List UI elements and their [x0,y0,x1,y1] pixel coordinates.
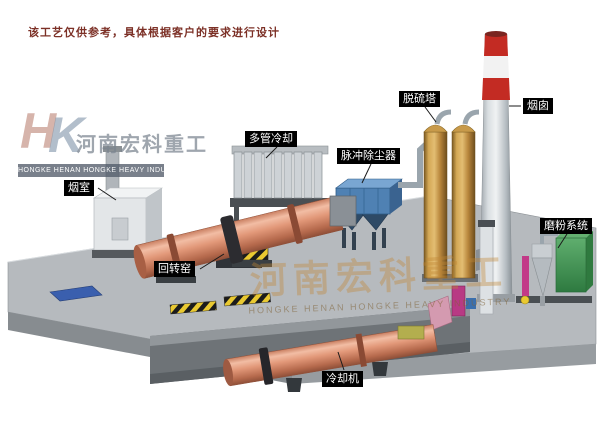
label-chimney: 烟囱 [523,98,553,114]
callout-lines [97,105,568,371]
logo-banner: HONGKE HENAN HONGKE HEAVY INDUSTRY [18,164,164,177]
logo-monogram-h: H [20,103,57,159]
label-smoke-chamber: 烟室 [64,180,94,196]
label-grinding-system: 磨粉系统 [540,218,592,234]
smoke-chamber-graphic [92,146,164,258]
desulfurization-towers-graphic [422,109,486,282]
label-pulse-dust-collector: 脉冲除尘器 [337,148,400,164]
company-logo: H K 河南宏科重工 HONGKE HENAN HONGKE HEAVY IND… [16,103,206,184]
label-desulfurization-tower: 脱硫塔 [399,91,440,107]
blue-pad [49,285,103,302]
multi-tube-cooler-graphic [230,145,330,221]
label-rotary-kiln: 回转窑 [154,261,195,277]
cooling-machine-graphic [223,324,438,392]
disclaimer-text: 该工艺仅供参考，具体根据客户的要求进行设计 [28,27,280,39]
logo-company-name: 河南宏科重工 [76,134,208,156]
logo-monogram-k: K [48,107,85,163]
rotary-kiln-graphic [133,195,357,279]
hazard-guard-strips [169,292,271,315]
bucket-elevator-graphic [478,220,495,315]
label-cooling-machine: 冷却机 [322,371,363,387]
pulse-dust-collector-graphic [335,135,436,250]
transfer-equipment-graphic [427,285,476,331]
label-multi-tube-cooler: 多管冷却 [245,131,297,147]
